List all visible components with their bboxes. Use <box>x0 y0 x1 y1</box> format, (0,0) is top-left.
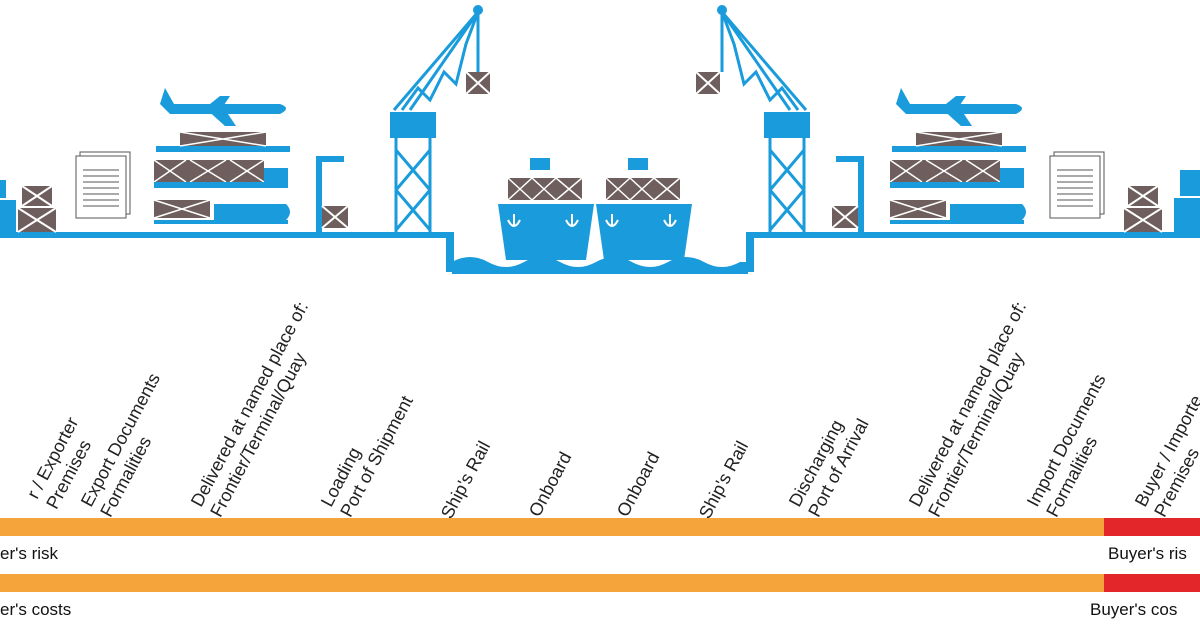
cargo-box-icon <box>831 205 859 229</box>
stage-label-ships-rail-import: Ship's Rail <box>694 437 753 522</box>
train-icon <box>889 199 1026 224</box>
stage-label-line: Delivered at named place of: <box>186 298 313 510</box>
ship-icon <box>596 158 692 260</box>
stage-label-ships-rail-export: Ship's Rail <box>436 437 495 522</box>
water-icon <box>452 257 748 274</box>
seller-cost-bar <box>0 574 1104 592</box>
cargo-box-icon <box>17 185 57 233</box>
crane-hook-icon <box>473 5 483 15</box>
stage-label-onboard-import: Onboard <box>612 448 664 520</box>
document-icon <box>75 151 131 219</box>
buyer-risk-label: Buyer's ris <box>1108 544 1187 563</box>
stage-label-line: Frontier/Terminal/Quay <box>206 349 310 521</box>
stage-label-buyer-premises: Buyer / Importe Premises <box>1130 391 1200 520</box>
seller-cost-label: er's costs <box>0 600 72 619</box>
stage-label-line: Ship's Rail <box>694 437 753 522</box>
port-logistics-illustration <box>0 5 1200 274</box>
stage-label-import-documents: Import Documents Formalities <box>1022 370 1130 521</box>
seller-risk-bar <box>0 518 1104 536</box>
buyer-risk-bar <box>1104 518 1200 536</box>
rail-wagon-icon <box>889 131 1026 188</box>
crane-icon <box>720 11 810 232</box>
cargo-box-icon <box>465 71 491 95</box>
quay-lamp-icon <box>316 156 344 232</box>
stage-label-loading-port: Loading Port of Shipment <box>316 382 418 521</box>
cargo-box-icon <box>1123 185 1163 233</box>
cargo-box-icon <box>321 205 349 229</box>
quay-lamp-icon <box>836 156 864 232</box>
crane-hook-icon <box>717 5 727 15</box>
cargo-box-icon <box>695 71 721 95</box>
ship-icon <box>498 158 594 260</box>
airplane-icon <box>160 88 286 126</box>
seller-risk-label: er's risk <box>0 544 59 563</box>
buyer-cost-label: Buyer's cos <box>1090 600 1178 619</box>
anchor-icon <box>507 214 677 227</box>
truck-icon <box>0 180 16 232</box>
stage-label-line: Ship's Rail <box>436 437 495 522</box>
document-icon <box>1049 151 1105 219</box>
stage-label-line: Onboard <box>612 448 664 520</box>
truck-icon <box>1174 170 1200 232</box>
crane-icon <box>390 11 480 232</box>
stage-label-discharging-port: Discharging Port of Arrival <box>784 405 874 521</box>
buyer-cost-bar <box>1104 574 1200 592</box>
stage-label-line: Onboard <box>524 448 576 520</box>
quay-ground <box>0 232 1200 272</box>
stage-label-line: Delivered at named place of: <box>904 298 1031 510</box>
train-icon <box>153 199 290 224</box>
airplane-icon <box>896 88 1022 126</box>
stage-label-onboard-export: Onboard <box>524 448 576 520</box>
rail-wagon-icon <box>153 131 290 188</box>
stage-label-delivered-frontier-export: Delivered at named place of: Frontier/Te… <box>186 298 332 521</box>
